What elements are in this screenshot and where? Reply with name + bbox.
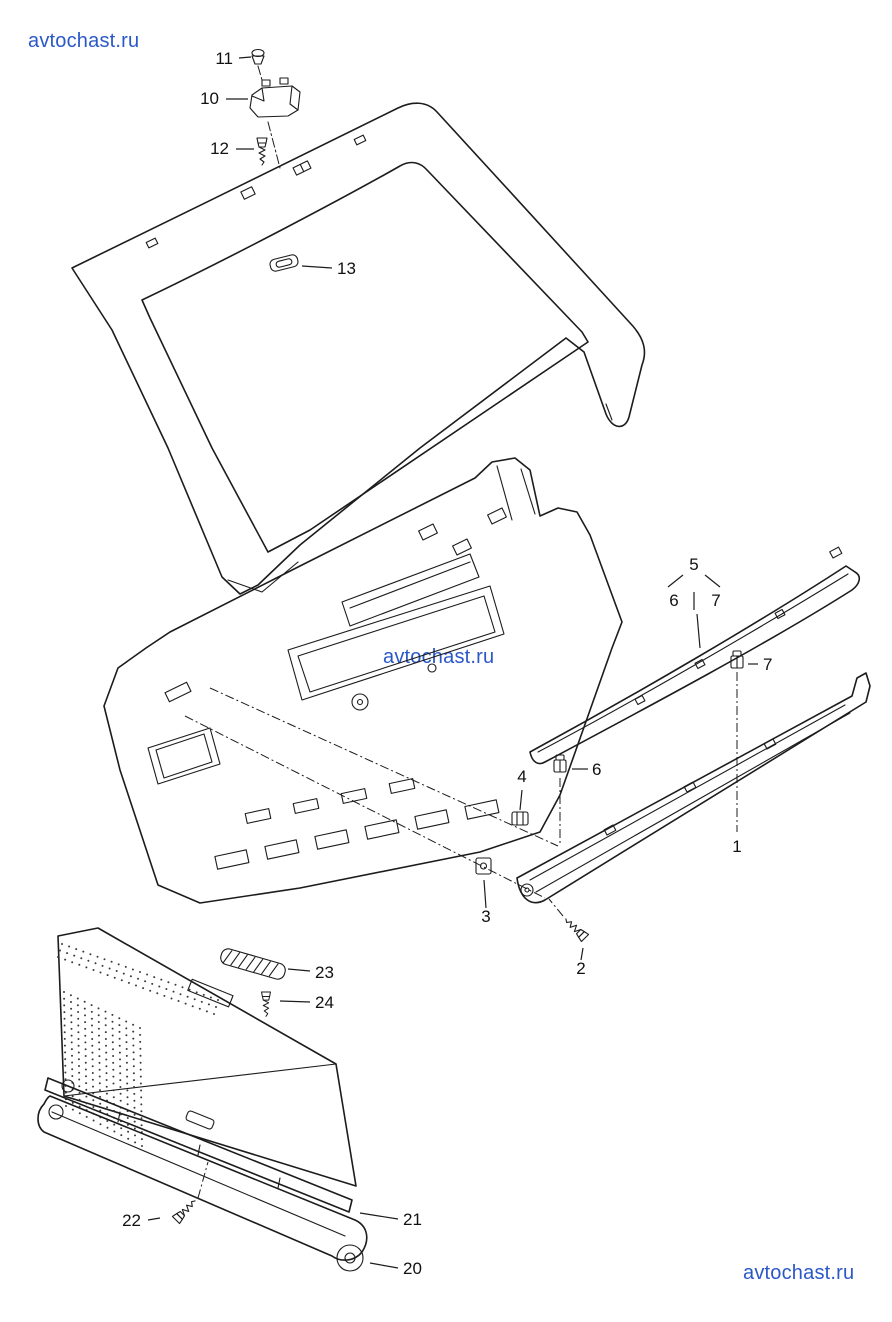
watermark-center: avtochast.ru: [383, 646, 495, 668]
callout-7-side: 7: [763, 655, 772, 674]
callouts: 11 10 12 13 5 6 7 7 6 4 1 3 2: [122, 49, 772, 1278]
strip-end-clip: [829, 546, 843, 559]
callout-22: 22: [122, 1211, 141, 1230]
roller-tube-part20: [37, 1095, 368, 1272]
callout-24: 24: [315, 993, 334, 1012]
cap-nut-part11: [251, 48, 265, 81]
callout-3: 3: [481, 907, 490, 926]
main-trim-panel: [103, 457, 623, 904]
callout-2: 2: [576, 959, 585, 978]
callout-21: 21: [403, 1210, 422, 1229]
callout-13: 13: [337, 259, 356, 278]
clip-part3: [475, 857, 492, 875]
cargo-cover-sheet: [57, 927, 357, 1187]
clip-part6: [553, 754, 567, 846]
callout-6-top: 6: [669, 591, 678, 610]
watermark-bottom-right: avtochast.ru: [743, 1262, 855, 1284]
callout-10: 10: [200, 89, 219, 108]
screw-part24: [261, 991, 271, 1017]
frame-clip-tab: [145, 237, 159, 249]
screw-part22: [171, 1161, 209, 1225]
construction-line-to-clip3: [184, 715, 546, 899]
watermark-top-left: avtochast.ru: [28, 30, 140, 52]
callout-23: 23: [315, 963, 334, 982]
callout-7-top: 7: [711, 591, 720, 610]
callout-1: 1: [732, 837, 741, 856]
sill-strip-part1: [516, 672, 871, 904]
clip-part4: [511, 811, 529, 826]
frame-clip-tab: [240, 186, 256, 200]
frame-clip-tab: [353, 134, 367, 146]
clip-part7: [730, 650, 744, 832]
clip-part13: [269, 254, 299, 272]
construction-line-to-clip4: [209, 687, 559, 847]
callout-20: 20: [403, 1259, 422, 1278]
callout-5: 5: [689, 555, 698, 574]
callout-4: 4: [517, 767, 526, 786]
upper-trim-frame: [71, 102, 646, 595]
trim-strip-part5: [529, 546, 861, 765]
cover-mesh-texture-band: [57, 943, 219, 1015]
callout-12: 12: [210, 139, 229, 158]
callout-6-side: 6: [592, 760, 601, 779]
screw-part2: [548, 898, 590, 943]
callout-11: 11: [215, 49, 233, 68]
handle-part23: [220, 948, 286, 980]
frame-clip-tab: [292, 160, 312, 176]
cover-mesh-texture: [63, 991, 143, 1147]
bracket-part10: [249, 77, 301, 169]
screw-part12: [256, 137, 268, 166]
roller-rail-part21: [44, 1077, 353, 1213]
